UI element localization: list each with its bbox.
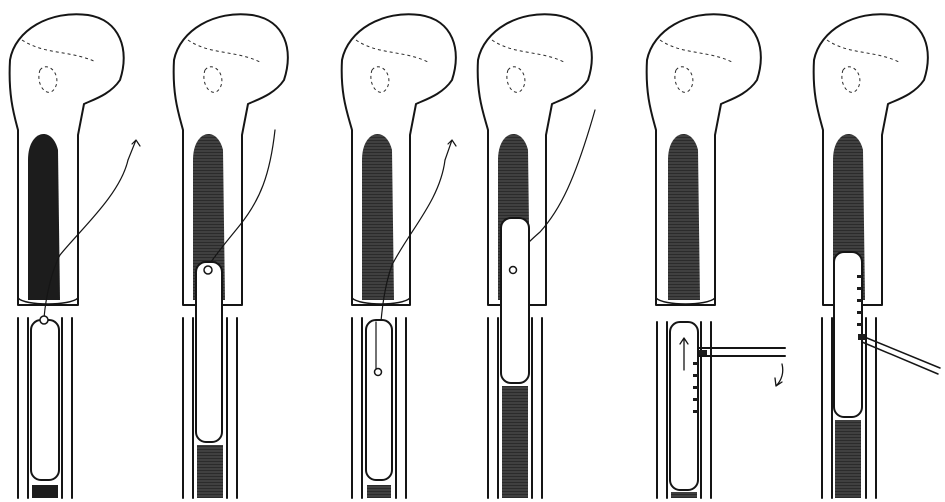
lower-bone-right-wall	[62, 318, 72, 498]
panel-1	[10, 14, 140, 498]
panel-2	[174, 14, 288, 498]
growth-plate	[22, 40, 96, 62]
humerus-head	[10, 14, 124, 305]
lower-bone-left-wall	[18, 318, 28, 498]
rod-eyelet	[40, 316, 48, 324]
panel-4	[478, 14, 595, 498]
intramedullary-rod	[501, 218, 529, 383]
side-wire	[862, 336, 940, 374]
arrow-up-icon	[128, 140, 140, 160]
panel-5	[647, 14, 785, 498]
intramedullary-rod	[31, 320, 59, 480]
arrow-up-icon	[445, 140, 456, 160]
panel-6	[814, 14, 940, 498]
intramedullary-rod	[196, 262, 222, 442]
medullary-cavity	[28, 134, 60, 300]
intramedullary-rod	[366, 320, 392, 480]
panel-3	[342, 14, 456, 498]
curved-arrow-icon	[775, 364, 783, 386]
